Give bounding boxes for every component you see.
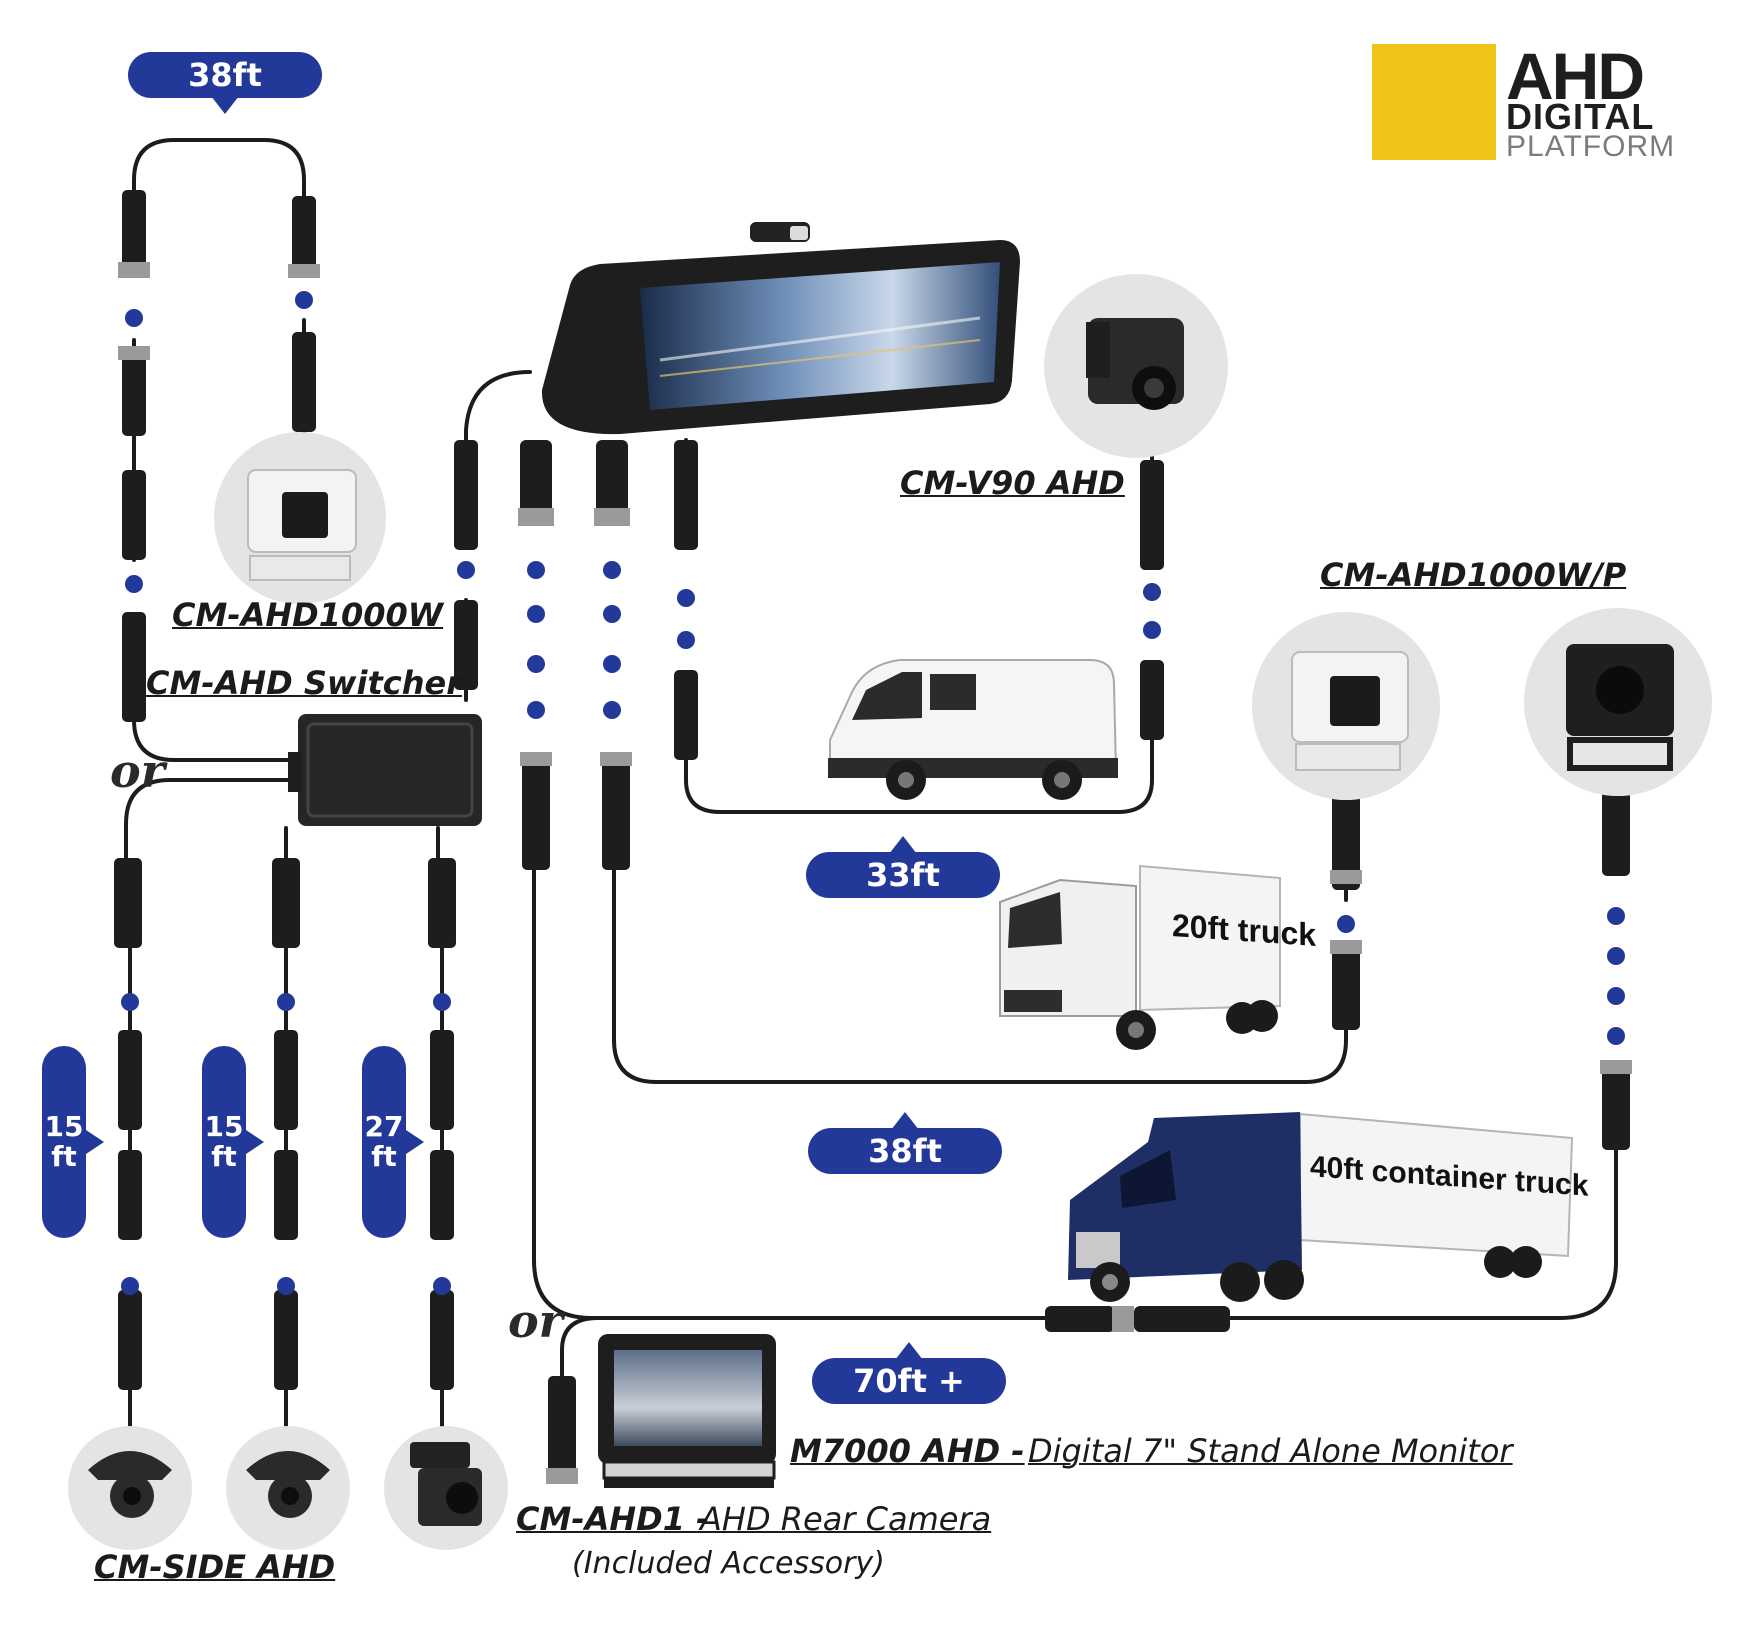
length-unit: ft — [51, 1140, 77, 1173]
monitor-icon — [598, 1334, 776, 1488]
label-cm-ahd1-desc: AHD Rear Camera — [700, 1500, 992, 1538]
label-cm-v90: CM-V90 AHD — [900, 464, 1125, 502]
length-value: 27 — [364, 1110, 404, 1143]
label-cm-ahd1-model: CM-AHD1 - — [516, 1500, 710, 1538]
length-value: 15 — [204, 1110, 244, 1143]
label-cm-side: CM-SIDE AHD — [94, 1548, 336, 1586]
van-icon — [828, 659, 1118, 800]
length-badge-truck20: 38ft — [808, 1112, 1002, 1174]
or-label-switcher: or — [110, 744, 165, 798]
ahd-digital-platform-logo: AHD DIGITAL PLATFORM — [1372, 39, 1702, 163]
length-unit: ft — [211, 1140, 237, 1173]
label-cm-ahd1000w: CM-AHD1000W — [172, 596, 444, 634]
camera-side-1 — [68, 1426, 192, 1550]
semi-truck-icon — [1068, 1112, 1574, 1302]
length-badge-switcher-extension: 38ft — [128, 52, 322, 114]
camera-side-2 — [226, 1426, 350, 1550]
camera-rear-ahd1 — [384, 1426, 508, 1550]
camera-ahd1000wp-black — [1524, 608, 1712, 796]
label-switcher: CM-AHD Switcher — [146, 664, 462, 702]
length-badge-v90: 33ft — [806, 836, 1000, 898]
switcher-box-icon — [288, 714, 482, 826]
connectors — [114, 190, 1632, 1484]
logo-text-ahd: AHD — [1506, 39, 1645, 113]
or-label-monitor: or — [508, 1294, 563, 1348]
label-cm-ahd1-note: (Included Accessory) — [572, 1546, 885, 1581]
box-truck-icon — [999, 864, 1281, 1050]
length-badge-container: 70ft + — [812, 1342, 1006, 1404]
length-badge-side-3: 27 ft — [362, 1046, 424, 1238]
length-badge-side-1: 15 ft — [42, 1046, 104, 1238]
camera-ahd1000w — [214, 432, 386, 604]
label-cm-ahd1000wp: CM-AHD1000W/P — [1320, 556, 1627, 594]
camera-ahd1000wp-white — [1252, 612, 1440, 800]
length-value: 15 — [44, 1110, 84, 1143]
rearview-mirror-monitor-icon — [541, 222, 1020, 435]
logo-text-platform: PLATFORM — [1506, 130, 1676, 163]
length-badge-side-2: 15 ft — [202, 1046, 264, 1238]
connection-dots — [121, 291, 1625, 1295]
logo-text-digital: DIGITAL — [1506, 96, 1655, 137]
label-m7000-desc: Digital 7" Stand Alone Monitor — [1028, 1432, 1513, 1470]
label-m7000-model: M7000 AHD - — [790, 1432, 1025, 1470]
logo-badge — [1372, 44, 1496, 160]
length-unit: ft — [371, 1140, 397, 1173]
camera-v90 — [1044, 274, 1228, 458]
